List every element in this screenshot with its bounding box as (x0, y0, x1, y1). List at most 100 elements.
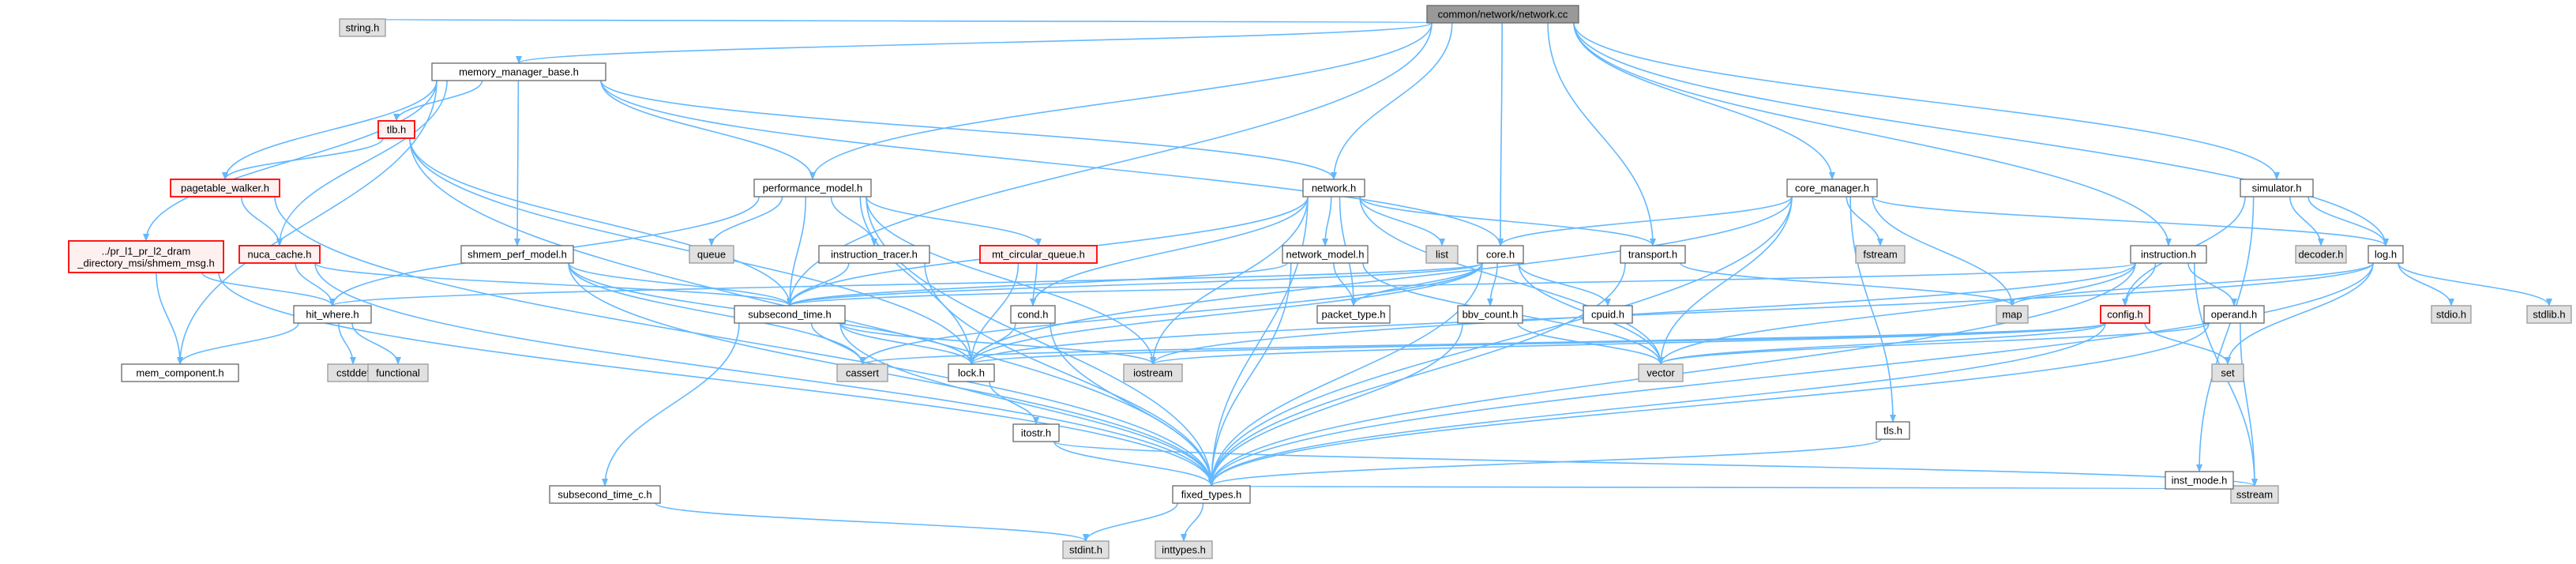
node-cstddef[interactable]: cstddef (327, 363, 379, 382)
node-tlb[interactable]: tlb.h (377, 120, 415, 139)
node-stdio[interactable]: stdio.h (2431, 305, 2472, 324)
node-box (549, 485, 661, 504)
node-box (2230, 485, 2279, 504)
node-label: cond.h (1017, 309, 1048, 321)
node-label: tls.h (1883, 425, 1902, 437)
node-config[interactable]: config.h (2100, 305, 2150, 324)
node-transport[interactable]: transport.h (1620, 245, 1686, 264)
node-label: cstddef (336, 367, 370, 379)
node-pagewalker[interactable]: pagetable_walker.h (170, 179, 280, 197)
node-itostr[interactable]: itostr.h (1012, 423, 1060, 442)
node-logh[interactable]: log.h (2368, 245, 2404, 264)
node-label: stdint.h (1069, 544, 1102, 556)
node-condh[interactable]: cond.h (1010, 305, 1056, 324)
node-networkmodel[interactable]: network_model.h (1282, 245, 1369, 264)
edge-perfmodel-to-iostream (866, 196, 1156, 365)
node-operand[interactable]: operand.h (2203, 305, 2265, 324)
edge-simulator-to-instmode (2196, 196, 2255, 472)
node-instmode[interactable]: inst_mode.h (2165, 471, 2234, 490)
node-layer: common/network/network.cc string.h memory_… (68, 5, 2572, 559)
edge-layer (143, 18, 2552, 542)
node-cpuid[interactable]: cpuid.h (1583, 305, 1633, 324)
edge-config-to-cassert (859, 322, 2106, 365)
node-list[interactable]: list (1425, 245, 1459, 264)
node-label: memory_manager_base.h (459, 66, 579, 78)
node-label: bbv_count.h (1463, 309, 1519, 321)
node-box (1172, 485, 1251, 504)
edge-networkh-to-list (1359, 196, 1445, 246)
node-box (170, 179, 280, 197)
node-perfmodel[interactable]: performance_model.h (753, 179, 872, 197)
node-root[interactable]: common/network/network.cc (1426, 5, 1579, 24)
edge-coremanager-to-logh (1872, 196, 2389, 246)
node-set[interactable]: set (2211, 363, 2244, 382)
node-coremanager[interactable]: core_manager.h (1786, 179, 1878, 197)
edge-coreh-to-cpuid (1518, 262, 1611, 306)
node-box (121, 363, 239, 382)
node-mmb[interactable]: memory_manager_base.h (431, 62, 606, 81)
node-fixedtypes[interactable]: fixed_types.h (1172, 485, 1251, 504)
edge-coremanager-to-lockh (968, 196, 1793, 365)
node-label: config.h (2107, 309, 2143, 321)
node-box (339, 18, 386, 37)
node-label: network_model.h (1286, 249, 1365, 261)
edge-fixedtypes-to-inttypes (1181, 502, 1204, 542)
edge-config-to-iostream (1150, 322, 2106, 365)
node-string[interactable]: string.h (339, 18, 386, 37)
node-nuca[interactable]: nuca_cache.h (238, 245, 321, 264)
node-sstream[interactable]: sstream (2230, 485, 2279, 504)
node-stdint[interactable]: stdint.h (1062, 540, 1110, 559)
node-lockh[interactable]: lock.h (948, 363, 995, 382)
edge-instmode-to-fixedtypes (1211, 485, 2171, 494)
edge-logh-to-stdio (2398, 262, 2454, 306)
node-insttracer[interactable]: instruction_tracer.h (818, 245, 930, 264)
node-hitwhere[interactable]: hit_where.h (293, 305, 372, 324)
node-coreh[interactable]: core.h (1477, 245, 1524, 264)
node-label: inst_mode.h (2172, 475, 2228, 487)
node-inttypes[interactable]: inttypes.h (1155, 540, 1213, 559)
node-prl1[interactable]: ../pr_l1_pr_l2_dram_directory_msi/shmem_… (68, 240, 224, 273)
node-label: fixed_types.h (1181, 489, 1242, 501)
node-functional[interactable]: functional (367, 363, 429, 382)
node-tlsh[interactable]: tls.h (1876, 421, 1910, 440)
node-subtimec[interactable]: subsecond_time_c.h (549, 485, 661, 504)
edge-mtcq-to-lockh (968, 262, 1020, 365)
edge-coreh-to-fixedtypes (1208, 262, 1483, 487)
node-box (1477, 245, 1524, 264)
node-memcomp[interactable]: mem_component.h (121, 363, 239, 382)
node-shmemperf[interactable]: shmem_perf_model.h (460, 245, 574, 264)
node-iostream[interactable]: iostream (1123, 363, 1183, 382)
edge-perfmodel-to-mtcq (866, 196, 1042, 246)
node-decoder[interactable]: decoder.h (2295, 245, 2347, 264)
edge-bbvcount-to-fixedtypes (1208, 322, 1463, 487)
edge-root-to-instruction (1573, 22, 2172, 246)
node-box (979, 245, 1098, 264)
edge-networkh-to-networkmodel (1322, 196, 1332, 246)
node-map[interactable]: map (1996, 305, 2029, 324)
node-networkh[interactable]: network.h (1302, 179, 1365, 197)
edge-root-to-transport (1547, 22, 1656, 246)
node-label: lock.h (958, 367, 985, 379)
node-simulator[interactable]: simulator.h (2240, 179, 2314, 197)
node-box (1996, 305, 2029, 324)
node-label: sstream (2236, 489, 2273, 501)
node-queue[interactable]: queue (689, 245, 734, 264)
edge-logh-to-map (2009, 262, 2374, 306)
node-subtime[interactable]: subsecond_time.h (734, 305, 846, 324)
node-box (1426, 5, 1579, 24)
node-label: subsecond_time_c.h (558, 489, 652, 501)
edge-logh-to-set (2225, 262, 2374, 365)
node-stdlib[interactable]: stdlib.h (2526, 305, 2572, 324)
edge-subtime-to-fixedtypes (839, 322, 1215, 487)
node-fstream[interactable]: fstream (1855, 245, 1906, 264)
node-vector[interactable]: vector (1638, 363, 1684, 382)
node-mtcq[interactable]: mt_circular_queue.h (979, 245, 1098, 264)
node-cassert[interactable]: cassert (836, 363, 888, 382)
node-bbvcount[interactable]: bbv_count.h (1457, 305, 1523, 324)
edge-tlsh-to-fixedtypes (1208, 438, 1882, 487)
node-instruction[interactable]: instruction.h (2130, 245, 2207, 264)
node-packettype[interactable]: packet_type.h (1316, 305, 1391, 324)
node-label: nuca_cache.h (248, 249, 312, 261)
node-label: decoder.h (2298, 249, 2343, 261)
